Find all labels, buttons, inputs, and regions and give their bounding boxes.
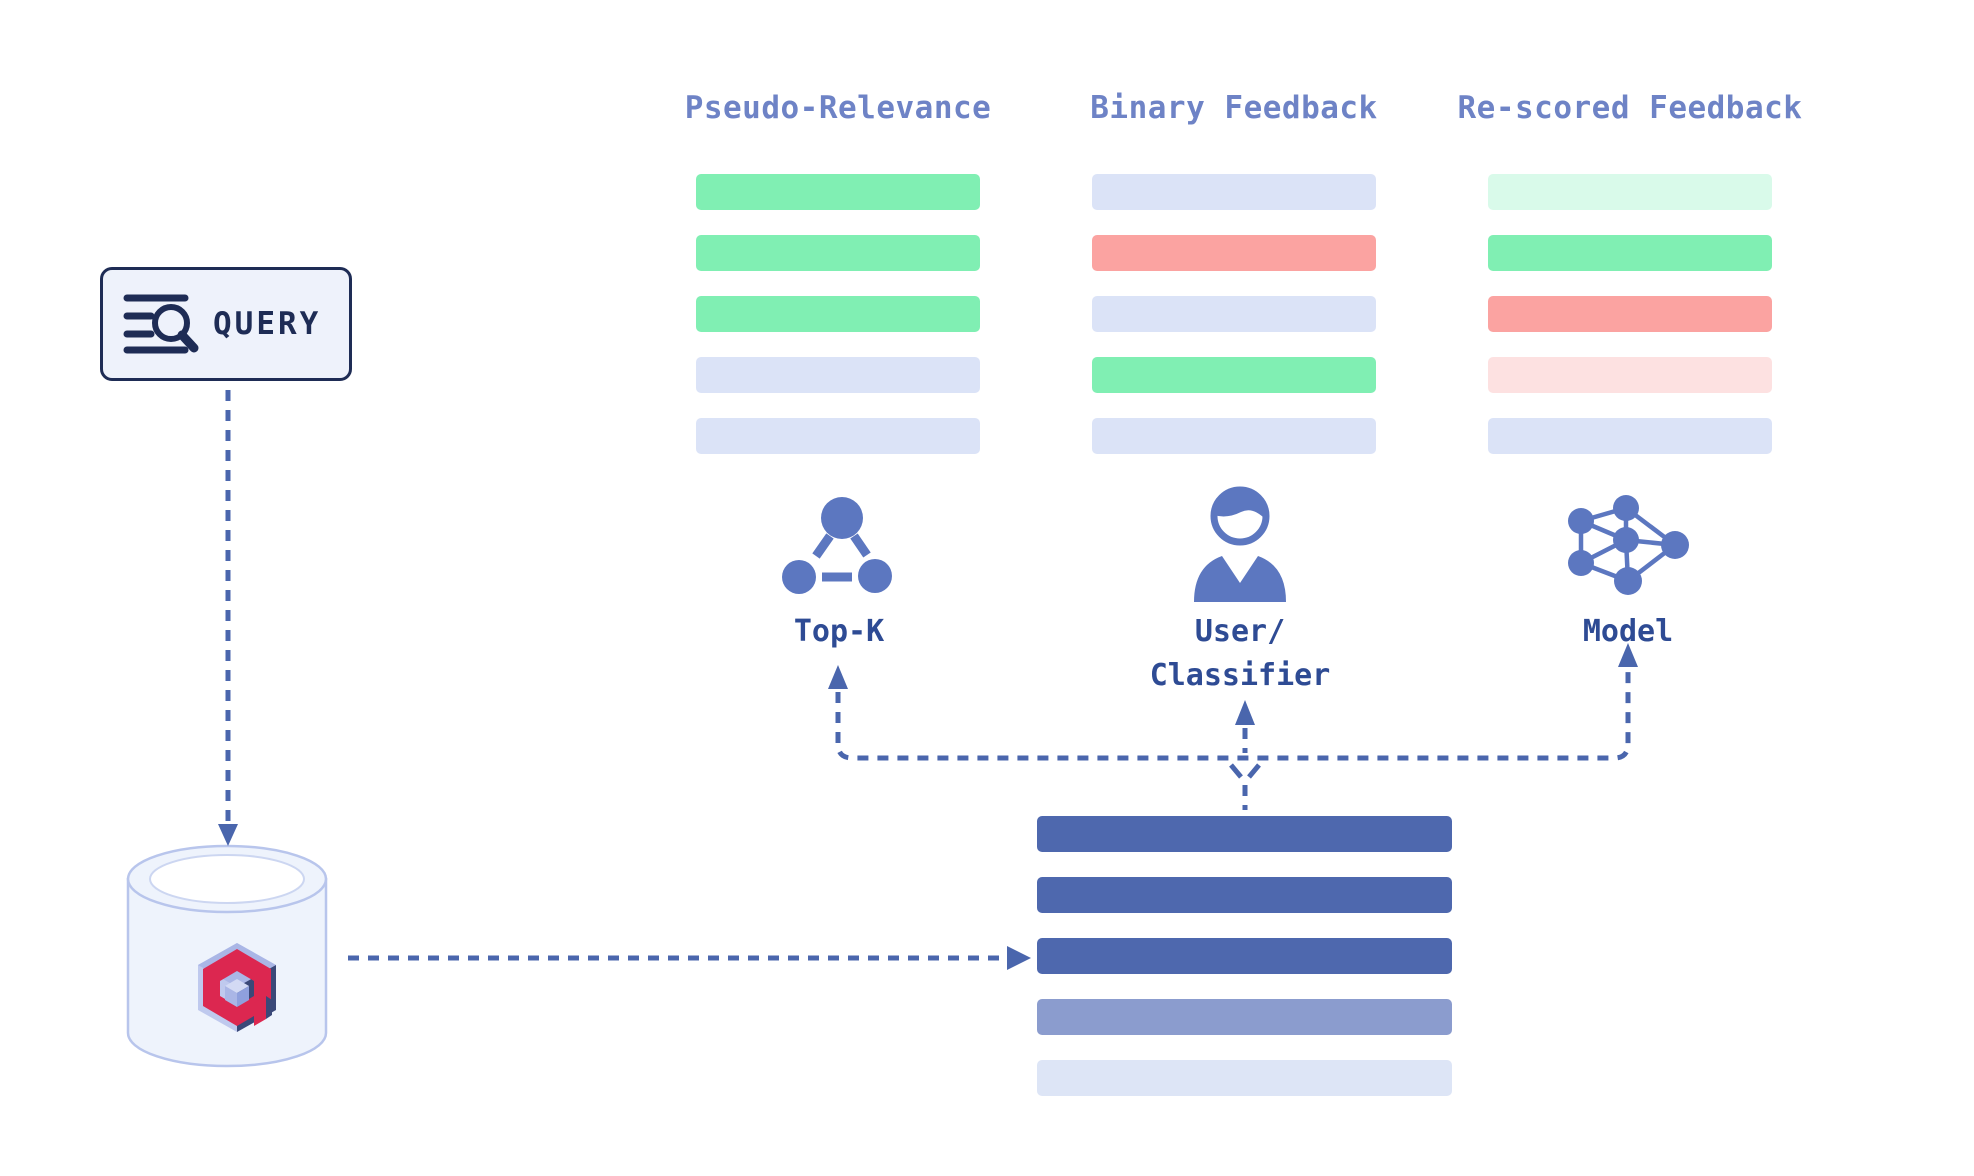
method-label-model: Model xyxy=(1582,614,1674,649)
result-bar-pale_blue xyxy=(1037,1060,1452,1096)
qdrant-vector-database xyxy=(126,844,328,1068)
result-bar-medium_blue xyxy=(1037,999,1452,1035)
result-bar-pale_mint xyxy=(1488,174,1772,210)
database-to-results-arrowhead xyxy=(1007,946,1031,970)
result-bar-green xyxy=(696,296,980,332)
result-bar-salmon xyxy=(1092,235,1376,271)
result-bar-pale_pink xyxy=(1488,357,1772,393)
result-bar-salmon xyxy=(1488,296,1772,332)
query-box: QUERY xyxy=(100,267,352,381)
result-bar-lavender xyxy=(696,418,980,454)
pseudo-relevance-result-list xyxy=(696,174,980,454)
result-bar-green xyxy=(1092,357,1376,393)
graph-nodes-icon xyxy=(782,497,892,594)
result-bar-dark_blue xyxy=(1037,816,1452,852)
qdrant-logo xyxy=(198,943,276,1032)
column-header-rescored-feedback: Re-scored Feedback xyxy=(1457,90,1803,126)
result-bar-lavender xyxy=(1488,418,1772,454)
person-icon xyxy=(1194,486,1286,602)
result-bar-lavender xyxy=(1092,174,1376,210)
result-bar-dark_blue xyxy=(1037,938,1452,974)
rescored-feedback-result-list xyxy=(1488,174,1772,454)
search-list-icon xyxy=(123,294,199,354)
result-bar-green xyxy=(696,235,980,271)
result-bar-lavender xyxy=(696,357,980,393)
result-bar-green xyxy=(1488,235,1772,271)
result-bar-dark_blue xyxy=(1037,877,1452,913)
rail-to-topk-arrowhead xyxy=(828,665,848,689)
method-label-user-classifier: User/ Classifier xyxy=(1149,614,1331,693)
result-bar-green xyxy=(696,174,980,210)
column-header-binary-feedback: Binary Feedback xyxy=(1090,90,1378,126)
column-header-pseudo-relevance: Pseudo-Relevance xyxy=(684,90,992,126)
method-label-top-k: Top-K xyxy=(793,614,885,649)
retrieved-results-list xyxy=(1037,816,1452,1096)
query-label: QUERY xyxy=(213,306,322,342)
junction-to-user-arrowhead xyxy=(1235,700,1255,725)
binary-feedback-result-list xyxy=(1092,174,1376,454)
neural-network-icon xyxy=(1568,495,1689,595)
junction-down-chevron xyxy=(1229,763,1261,779)
result-bar-lavender xyxy=(1092,418,1376,454)
result-bar-lavender xyxy=(1092,296,1376,332)
